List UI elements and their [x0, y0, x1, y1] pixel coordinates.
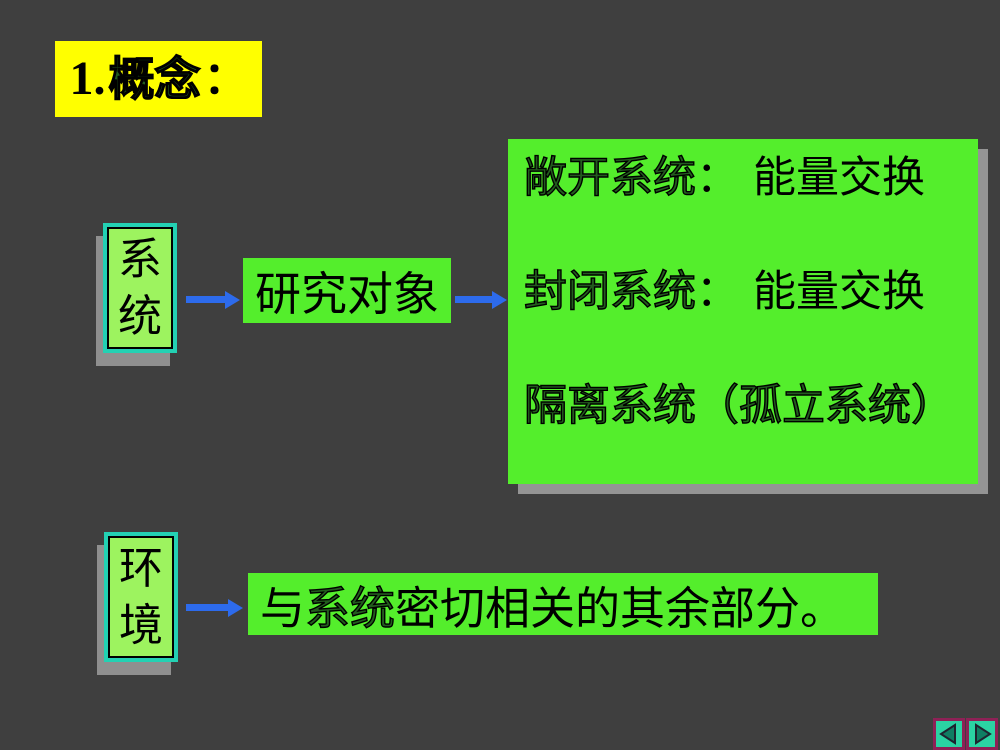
arrow-shaft: [186, 296, 225, 303]
open-system-colon: ：: [696, 153, 739, 203]
arrow-shaft: [186, 604, 228, 611]
left-triangle-icon: [939, 723, 956, 745]
env-desc-prefix: 与: [260, 581, 306, 635]
env-desc-system-word: 系统: [304, 581, 396, 635]
closed-system-colon: ：: [696, 267, 739, 317]
environment-char-1: 环: [119, 543, 163, 594]
type-line-closed-system: 封闭系统： 能量交换: [523, 267, 978, 317]
title-colon: ：: [203, 53, 248, 104]
env-desc-rest: 密切相关的其余部分。: [395, 581, 846, 635]
open-system-desc: 能量交换: [753, 153, 925, 203]
type-line-isolated-system: 隔离系统（孤立系统）: [523, 381, 978, 431]
title-number: 1.: [69, 52, 106, 105]
closed-system-desc: 能量交换: [753, 267, 925, 317]
arrow-head-icon: [228, 598, 243, 617]
title-box: 1. 概念 ：: [55, 41, 262, 117]
right-triangle-icon: [975, 723, 992, 745]
closed-system-label: 封闭系统: [523, 267, 696, 317]
research-object-label: 研究对象: [255, 266, 439, 321]
system-box: 系 统: [103, 223, 177, 353]
arrow-head-icon: [225, 290, 240, 309]
open-system-label: 敞开系统: [523, 153, 696, 203]
type-line-open-system: 敞开系统： 能量交换: [523, 153, 978, 203]
isolated-system-label: 隔离系统（孤立系统）: [523, 381, 954, 431]
arrow-shaft: [455, 296, 492, 303]
arrow-system-to-research: [186, 290, 240, 309]
system-types-box: 敞开系统：能量交换 封闭系统：能量交换 隔离系统（孤立系统）: [508, 139, 978, 484]
environment-box: 环 境: [104, 532, 178, 662]
arrow-environment-to-desc: [186, 598, 243, 617]
system-char-1: 系: [118, 234, 162, 285]
environment-desc-box: 与系统密切相关的其余部分。: [248, 573, 878, 635]
environment-char-2: 境: [119, 600, 163, 651]
previous-slide-button[interactable]: [933, 718, 965, 750]
next-slide-button[interactable]: [966, 718, 998, 750]
slide-navigation: [933, 718, 998, 750]
arrow-research-to-types: [455, 290, 507, 309]
system-char-2: 统: [118, 291, 162, 342]
arrow-head-icon: [492, 290, 507, 309]
research-object-box: 研究对象: [243, 258, 451, 323]
title-word: 概念: [108, 52, 201, 106]
